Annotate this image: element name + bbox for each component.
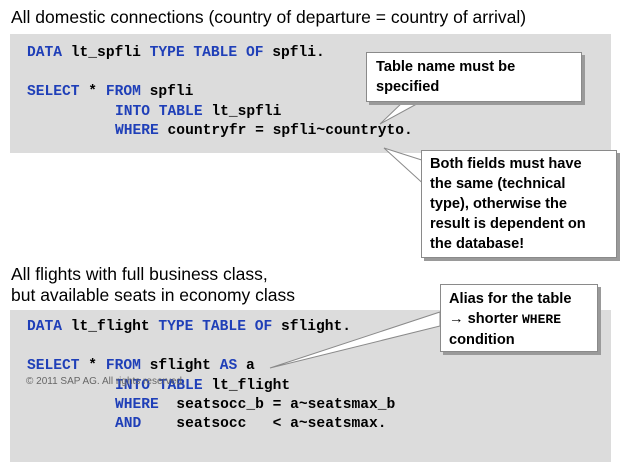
callout-line: result is dependent on bbox=[430, 216, 586, 232]
callout-alias: Alias for the table → shorter WHERE cond… bbox=[440, 284, 598, 352]
code-text: spfli. bbox=[263, 45, 325, 61]
callout-line: specified bbox=[376, 79, 440, 95]
code-text: lt_spfli bbox=[62, 45, 150, 61]
code-text: lt_flight bbox=[202, 378, 291, 394]
callout-line: Alias for the table bbox=[449, 291, 572, 307]
code-text: lt_spfli bbox=[202, 104, 282, 120]
section2-heading-line1: All flights with full business class, bbox=[11, 264, 268, 284]
section1-heading: All domestic connections (country of dep… bbox=[11, 7, 527, 27]
code-text: a bbox=[237, 358, 255, 374]
code-keyword: INTO TABLE bbox=[115, 104, 203, 120]
code2-line3: INTO TABLE lt_flight bbox=[115, 377, 290, 395]
code2-line4: WHERE seatsocc_b = a~seatsmax_b bbox=[115, 396, 395, 414]
arrow-right-icon: → bbox=[449, 311, 464, 327]
code-keyword: AND bbox=[115, 416, 142, 432]
code-text: countryfr = spfli~countryto. bbox=[158, 123, 413, 139]
callout-line: type), otherwise the bbox=[430, 196, 568, 212]
code-keyword: SELECT bbox=[27, 358, 80, 374]
code-keyword: FROM bbox=[105, 84, 141, 100]
code-keyword: DATA bbox=[27, 319, 63, 335]
code1-line1: DATA lt_spfli TYPE TABLE OF spfli. bbox=[27, 44, 325, 62]
callout-table-pointer bbox=[379, 99, 425, 125]
callout-line: → shorter WHERE bbox=[449, 309, 589, 330]
code2-line2: SELECT * FROM sflight AS a bbox=[27, 357, 255, 375]
code2-line5: AND seatsocc < a~seatsmax. bbox=[115, 415, 387, 433]
code-text: seatsocc < a~seatsmax. bbox=[141, 416, 387, 432]
code-text: * bbox=[79, 358, 106, 374]
code-keyword: DATA bbox=[27, 45, 63, 61]
code1-line2: SELECT * FROM spfli bbox=[27, 83, 193, 101]
callout-line: condition bbox=[449, 332, 515, 348]
code2-line1: DATA lt_flight TYPE TABLE OF sflight. bbox=[27, 318, 351, 336]
callout-alias-pointer bbox=[269, 311, 441, 369]
code-text: sflight bbox=[140, 358, 220, 374]
code-text: spfli bbox=[140, 84, 194, 100]
callout-text: shorter bbox=[463, 311, 522, 327]
callout-fields-type: Both fields must have the same (technica… bbox=[421, 150, 617, 258]
copyright-notice: © 2011 SAP AG. All rights reserved. bbox=[26, 376, 185, 387]
code-keyword: SELECT bbox=[27, 84, 80, 100]
code1-line4: WHERE countryfr = spfli~countryto. bbox=[115, 122, 413, 140]
code-text: seatsocc_b = a~seatsmax_b bbox=[158, 397, 396, 413]
section2-heading-line2: but available seats in economy class bbox=[11, 285, 296, 305]
code-text: * bbox=[79, 84, 106, 100]
callout-line: Table name must be bbox=[376, 59, 516, 75]
callout-line: the database! bbox=[430, 236, 525, 252]
callout-line: Both fields must have bbox=[430, 156, 582, 172]
code-keyword: INTO TABLE bbox=[115, 378, 203, 394]
code-text: sflight. bbox=[272, 319, 352, 335]
code-keyword: WHERE bbox=[115, 397, 159, 413]
callout-table-name: Table name must be specified bbox=[366, 52, 582, 102]
code-keyword: TYPE TABLE OF bbox=[149, 45, 264, 61]
code-keyword: AS bbox=[219, 358, 238, 374]
code1-line3: INTO TABLE lt_spfli bbox=[115, 103, 281, 121]
code-keyword: TYPE TABLE OF bbox=[158, 319, 273, 335]
callout-line: the same (technical bbox=[430, 176, 566, 192]
code-keyword: WHERE bbox=[115, 123, 159, 139]
code-keyword: FROM bbox=[105, 358, 141, 374]
code-text: lt_flight bbox=[62, 319, 159, 335]
callout-code: WHERE bbox=[521, 312, 561, 327]
